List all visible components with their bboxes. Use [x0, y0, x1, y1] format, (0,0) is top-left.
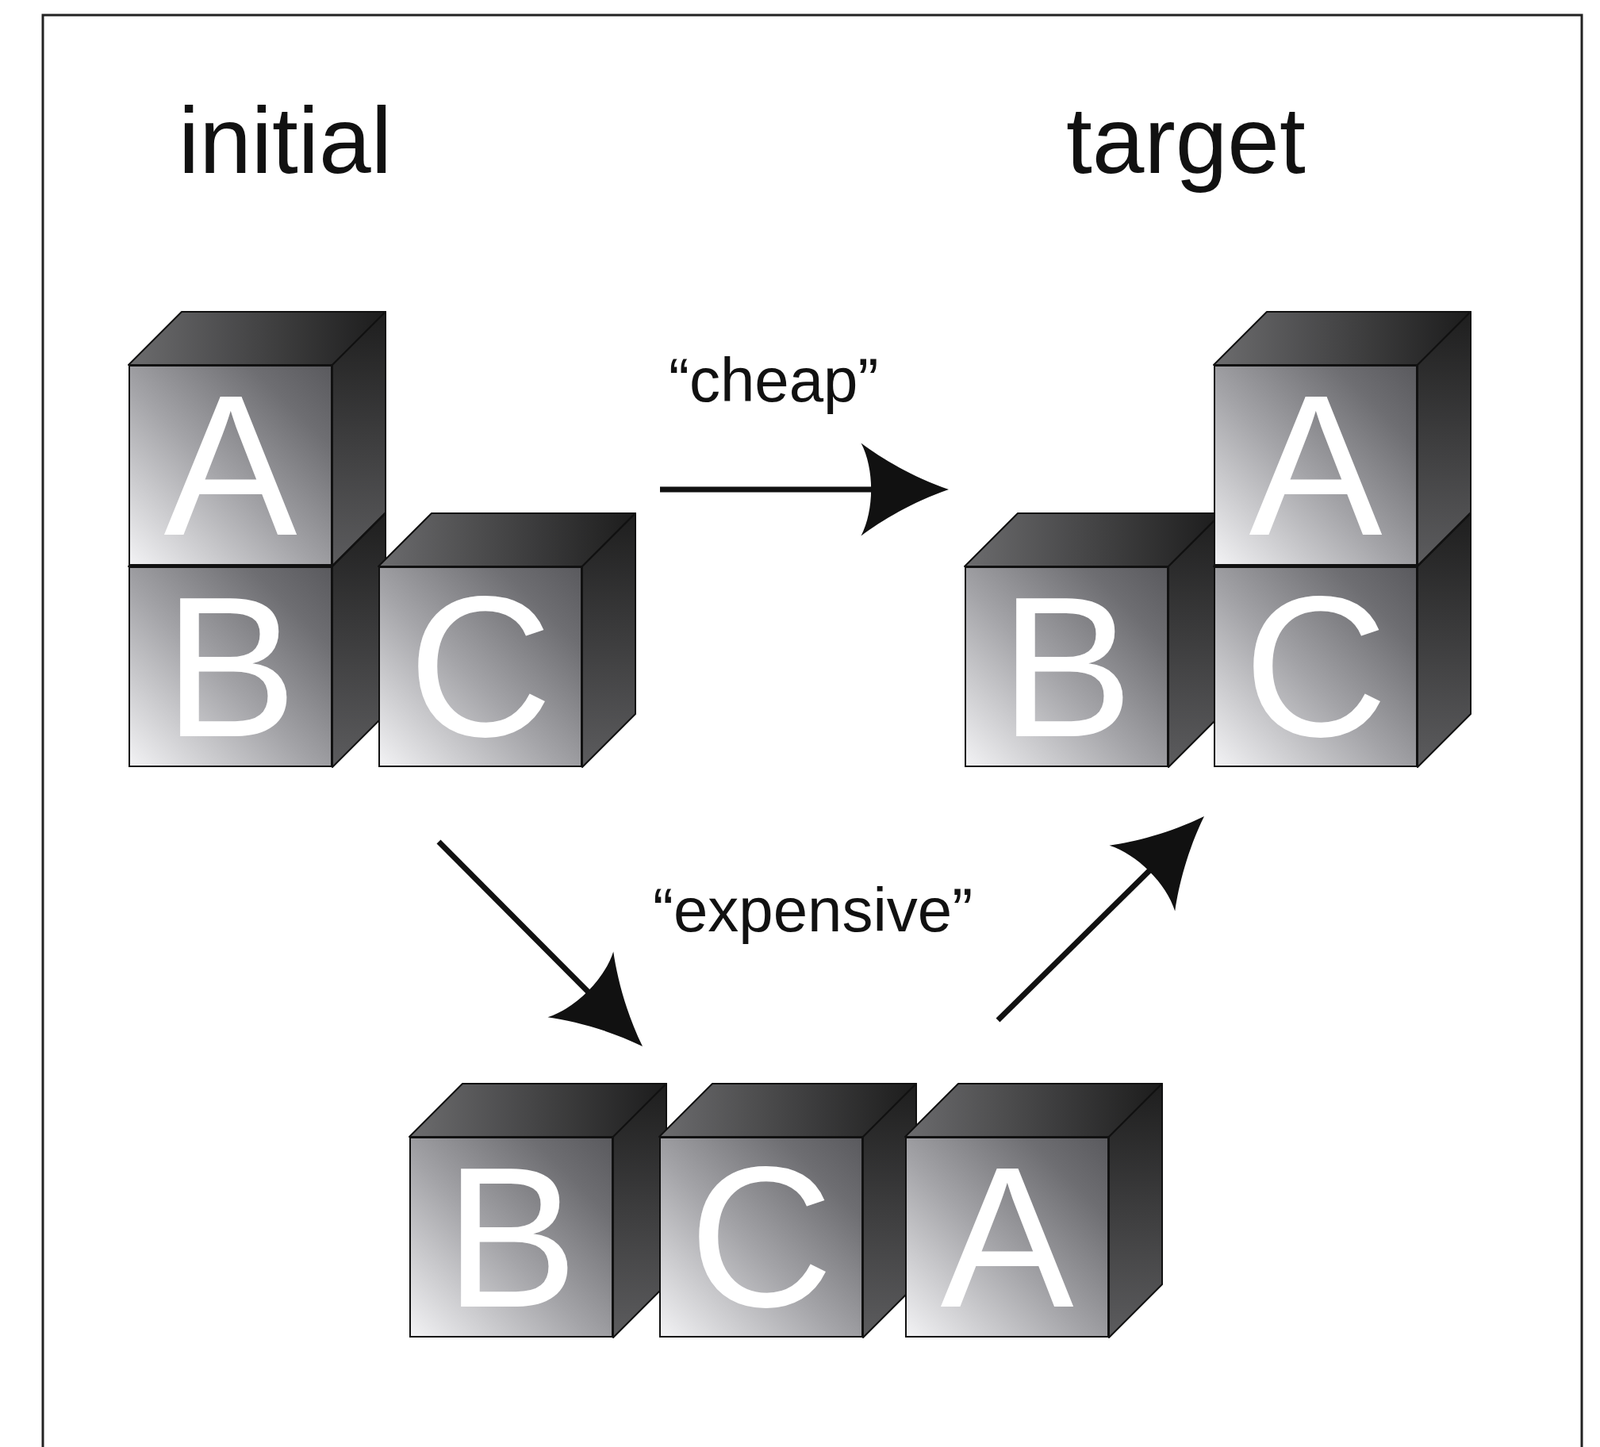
letter-block: B — [128, 566, 333, 768]
letter-block: A — [905, 1136, 1109, 1338]
letter-block: B — [964, 566, 1169, 768]
block-letter: B — [444, 1137, 578, 1338]
block-letter: B — [999, 567, 1133, 768]
letter-block: A — [128, 364, 333, 566]
block-letter: C — [408, 567, 553, 768]
state-heading: initial — [178, 93, 392, 188]
block-side-face — [613, 1083, 667, 1338]
block-letter: C — [689, 1137, 834, 1338]
arrow-head — [1108, 783, 1237, 912]
block-side-face — [1108, 1083, 1163, 1338]
frame-rect — [42, 15, 1582, 1447]
path-label: “cheap” — [668, 349, 879, 411]
block-letter: A — [940, 1137, 1074, 1338]
block-letter: B — [163, 567, 297, 768]
block-side-face — [1417, 311, 1471, 566]
block-letter: C — [1243, 567, 1389, 768]
path-label: “expensive” — [652, 878, 973, 941]
letter-block: B — [409, 1136, 614, 1338]
block-side-face — [332, 311, 386, 566]
letter-block: C — [1213, 566, 1418, 768]
block-letter: A — [1248, 365, 1382, 566]
block-side-face — [582, 513, 636, 768]
arrow-head — [547, 951, 676, 1079]
block-letter: A — [163, 365, 297, 566]
arrow-head — [861, 443, 950, 537]
letter-block: C — [378, 566, 583, 768]
letter-block: A — [1213, 364, 1418, 566]
letter-block: C — [659, 1136, 864, 1338]
state-heading: target — [1066, 93, 1306, 188]
